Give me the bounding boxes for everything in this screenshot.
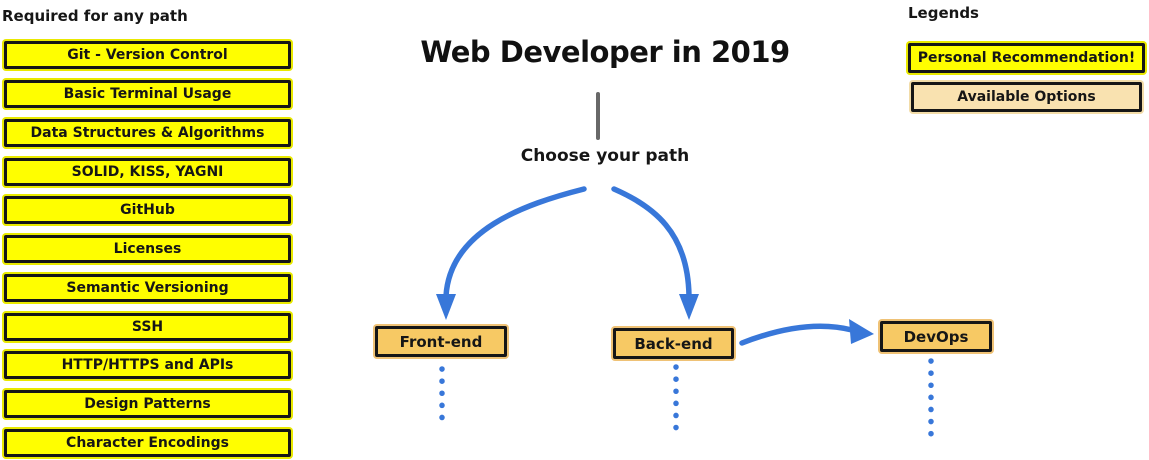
- path-box-front-end: Front-end: [375, 326, 507, 357]
- required-section-heading: Required for any path: [2, 7, 188, 25]
- required-item: SOLID, KISS, YAGNI: [4, 158, 291, 186]
- legend-item-personal-recommendation: Personal Recommendation!: [908, 43, 1145, 73]
- arrowhead-front-end-icon: [436, 294, 456, 320]
- required-item: Character Encodings: [4, 429, 291, 457]
- legend-heading: Legends: [908, 4, 979, 22]
- required-item: Semantic Versioning: [4, 274, 291, 302]
- required-item: Git - Version Control: [4, 41, 291, 69]
- legend-item-available-options: Available Options: [911, 82, 1142, 112]
- required-item: HTTP/HTTPS and APIs: [4, 351, 291, 379]
- arrow-choose-to-front-end: [443, 186, 587, 299]
- required-item: Licenses: [4, 235, 291, 263]
- choose-your-path-label: Choose your path: [520, 146, 690, 166]
- required-item: Data Structures & Algorithms: [4, 119, 291, 147]
- required-item: Basic Terminal Usage: [4, 80, 291, 108]
- arrowhead-dev-ops-icon: [849, 319, 874, 344]
- arrow-back-end-to-dev-ops: [739, 323, 855, 346]
- path-box-dev-ops: DevOps: [880, 321, 992, 352]
- path-box-back-end: Back-end: [613, 328, 734, 359]
- arrow-choose-to-back-end: [611, 186, 692, 299]
- required-item: GitHub: [4, 196, 291, 224]
- required-item: SSH: [4, 313, 291, 341]
- arrowhead-back-end-icon: [679, 294, 699, 320]
- title-stem-line: [596, 92, 600, 140]
- required-item: Design Patterns: [4, 390, 291, 418]
- page-title: Web Developer in 2019: [420, 35, 790, 69]
